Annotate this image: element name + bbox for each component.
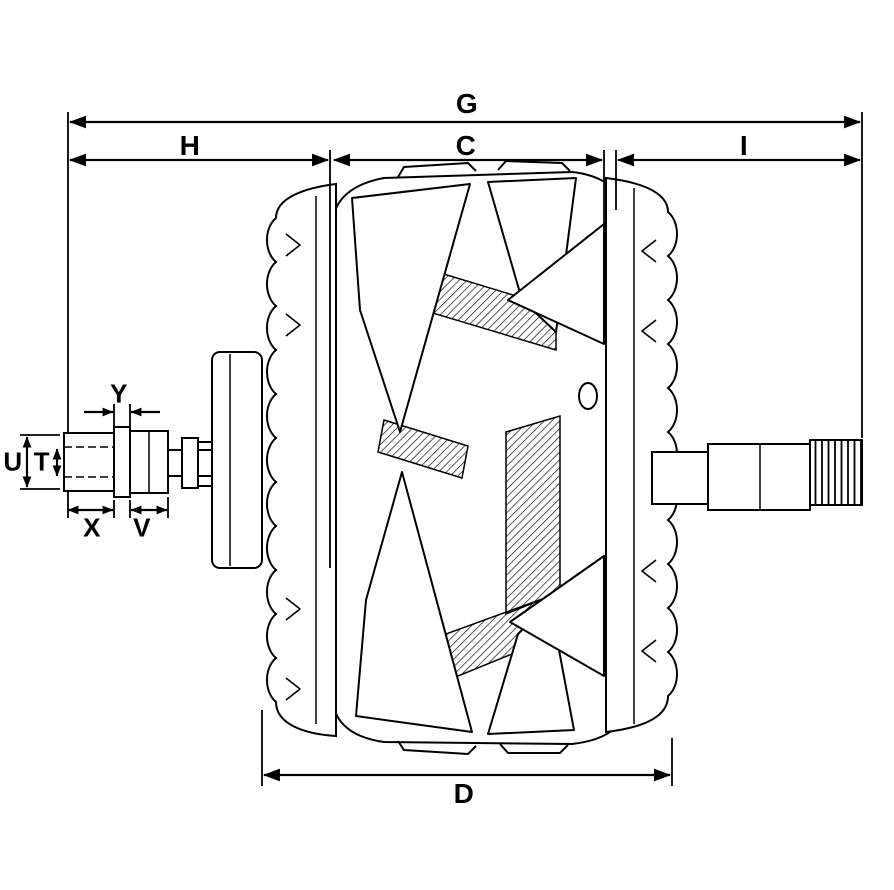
output-shaft [651,439,863,511]
dim-label-i: I [739,130,749,161]
dimension-lines [20,112,863,786]
extension-lines [20,112,863,786]
dim-label-d: D [453,778,475,809]
dim-label-y: Y [110,378,128,409]
left-pole-ring [266,182,337,738]
threaded-shaft-end [809,439,863,506]
pole-hole [578,382,598,410]
right-pole-ring [605,176,678,734]
dim-label-x: X [83,512,101,543]
dim-label-c: C [455,130,477,161]
dim-label-u: U [3,446,23,477]
dim-label-g: G [455,88,479,119]
dim-label-h: H [179,130,201,161]
collar-ring [113,426,131,498]
dim-label-t: T [33,446,51,477]
dim-label-v: V [133,512,151,543]
slip-ring-shaft [63,426,213,498]
claw-pole-fingers [351,177,605,735]
left-stub-shaft [63,432,115,492]
